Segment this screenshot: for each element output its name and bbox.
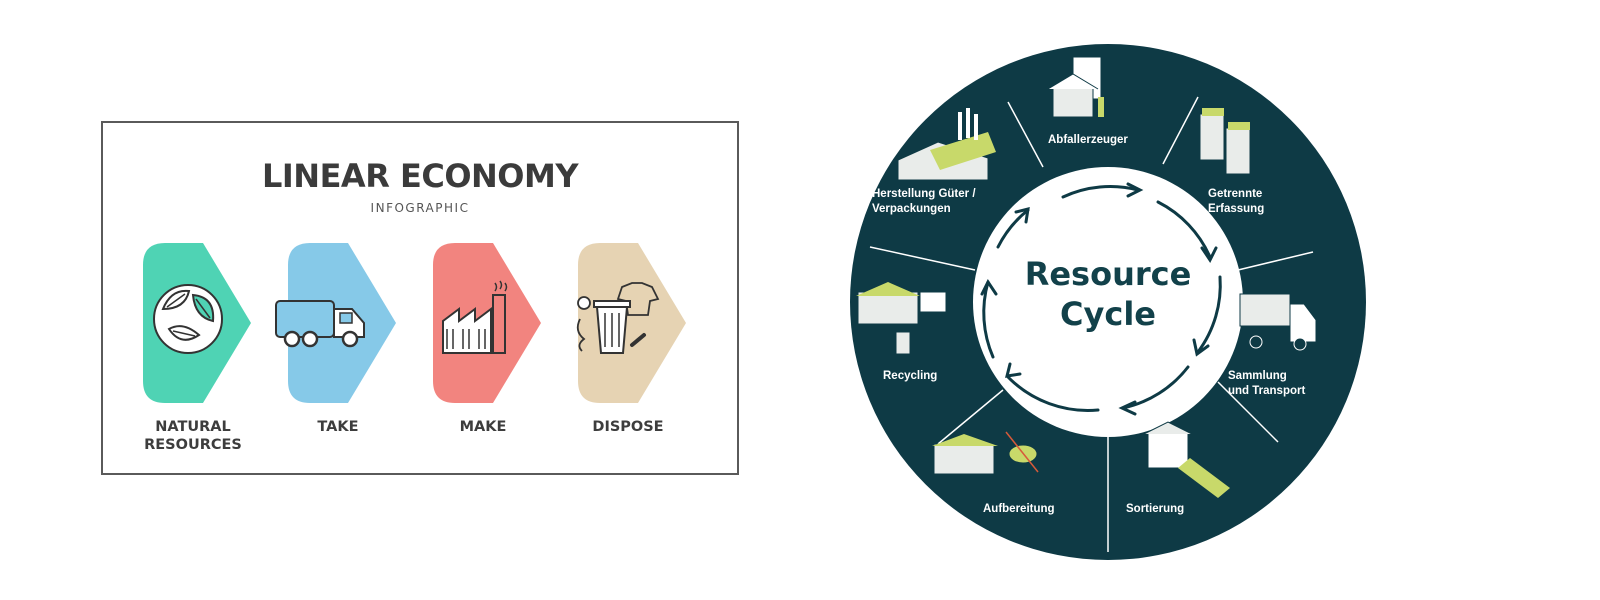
linear-subtitle: INFOGRAPHIC [370,201,470,215]
cycle-ring [850,44,1366,560]
segment-label-herstellung: Herstellung Güter /Verpackungen [872,188,976,215]
linear-title: LINEAR ECONOMY [261,157,579,195]
trash-icon [576,282,660,354]
sorting-plant-icon [1143,421,1230,498]
cycle-center-title: Resource Cycle [1024,255,1192,333]
segment-label-aufbereitung: Aufbereitung [983,503,1055,515]
stage-label: MAKE [459,419,507,435]
segment-label-abfallerzeuger: Abfallerzeuger [1048,134,1128,146]
garbage-truck-icon [1239,293,1317,351]
chevron-shape [578,243,686,403]
segment-label-sortierung: Sortierung [1126,503,1185,515]
factory-plant-icon [897,108,996,181]
segment-label-recycling: Recycling [883,370,938,382]
cycle-arrows [980,182,1222,416]
segment-dividers [869,96,1314,552]
stage-label: NATURAL RESOURCES [144,419,242,453]
waste-bins-icon [1199,108,1251,175]
truck-icon [275,300,365,348]
recycling-plant-icon [856,282,947,355]
stage-label: TAKE [317,419,359,435]
processing-plant-icon [932,431,1039,475]
house-icon [1047,56,1104,118]
factory-icon [442,280,508,354]
stage-label: DISPOSE [592,419,664,435]
stage-natural-resources: NATURAL RESOURCES [143,243,283,453]
stage-dispose: DISPOSE [576,243,718,453]
stage-take: TAKE [275,243,428,453]
leaves-icon [153,284,223,354]
stage-make: MAKE [433,243,573,453]
linear-economy-panel: LINEAR ECONOMY INFOGRAPHIC NATURAL RESOU… [101,121,739,475]
